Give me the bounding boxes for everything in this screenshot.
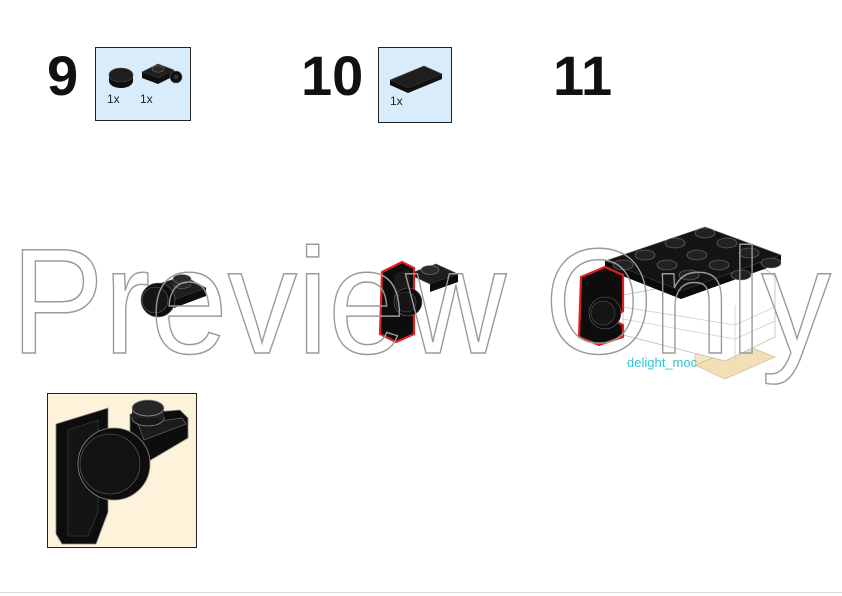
round-plate-1x1-icon bbox=[108, 67, 134, 88]
author-credit: delight_moc bbox=[627, 355, 698, 370]
flat-tile-1x2-icon bbox=[389, 65, 443, 93]
step-11-assembly bbox=[577, 226, 782, 380]
step-number-11: 11 bbox=[553, 44, 613, 107]
step-10-assembly bbox=[378, 260, 459, 344]
parts-list-step-9: 1x 1x bbox=[95, 47, 191, 121]
page-bottom-divider bbox=[0, 592, 842, 593]
hinge-detail-illustration bbox=[55, 399, 189, 545]
step-number-10: 10 bbox=[301, 44, 364, 107]
plate-with-clip-icon bbox=[141, 63, 183, 84]
part-qty: 1x bbox=[390, 94, 403, 108]
parts-list-step-10: 1x bbox=[378, 47, 452, 123]
part-qty: 1x bbox=[140, 92, 153, 106]
step-number-9: 9 bbox=[47, 44, 79, 107]
part-qty: 1x bbox=[107, 92, 120, 106]
step-9-assembly bbox=[140, 274, 207, 318]
detail-callout bbox=[47, 393, 197, 548]
